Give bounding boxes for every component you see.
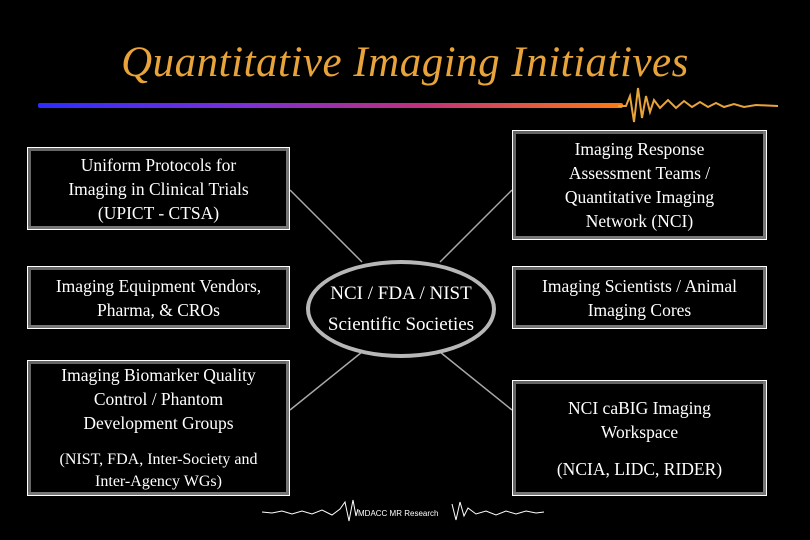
title-underline-bar [38, 103, 623, 108]
connector-upict [289, 189, 363, 263]
scientists-label: Imaging Scientists / Animal Imaging Core… [542, 275, 737, 320]
center-line1: NCI / FDA / NIST [330, 283, 472, 304]
connector-response [439, 189, 513, 263]
page-title: Quantitative Imaging Initiatives [121, 39, 689, 86]
center-line2: Scientific Societies [327, 314, 475, 335]
connector-biomarker [289, 351, 363, 411]
vendors-label: Imaging Equipment Vendors, Pharma, & CRO… [55, 275, 262, 320]
connector-cabig [439, 351, 513, 411]
vendors-box: Imaging Equipment Vendors, Pharma, & CRO… [27, 266, 290, 329]
cabig-sublabel: (NCIA, LIDC, RIDER) [556, 459, 723, 479]
upict-box: Uniform Protocols for Imaging in Clinica… [27, 147, 290, 230]
response-box: Imaging Response Assessment Teams / Quan… [512, 130, 767, 240]
scientists-box: Imaging Scientists / Animal Imaging Core… [512, 266, 767, 329]
footer-waveform-right [451, 501, 545, 521]
footer-credit: MDACC MR Research [358, 509, 439, 518]
center-oval: NCI / FDA / NIST Scientific Societies [306, 260, 496, 358]
cabig-box: NCI caBIG Imaging Workspace (NCIA, LIDC,… [512, 380, 767, 496]
biomarker-sublabel: (NIST, FDA, Inter-Society and Inter-Agen… [59, 451, 258, 490]
biomarker-box: Imaging Biomarker Quality Control / Phan… [27, 360, 290, 496]
cabig-label: NCI caBIG Imaging Workspace [568, 398, 711, 442]
response-label: Imaging Response Assessment Teams / Quan… [564, 139, 715, 231]
title-waveform [618, 87, 779, 123]
upict-label: Uniform Protocols for Imaging in Clinica… [68, 154, 249, 223]
biomarker-label: Imaging Biomarker Quality Control / Phan… [61, 365, 256, 433]
footer-waveform-left [261, 499, 359, 522]
